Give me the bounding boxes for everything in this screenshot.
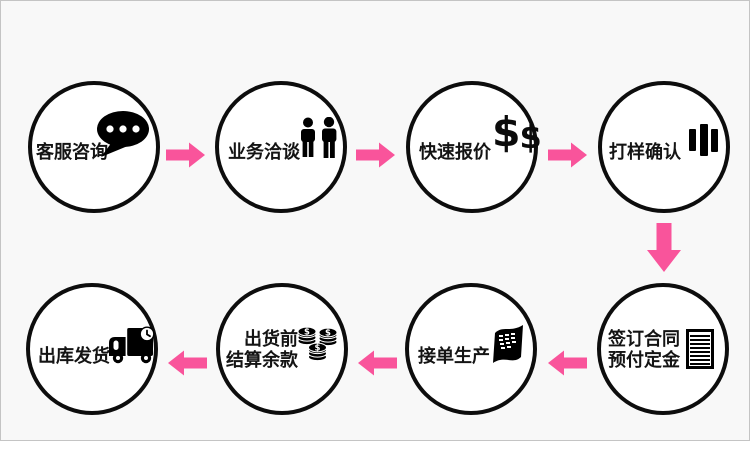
delivery-truck-icon xyxy=(109,326,155,364)
arrow-right-icon xyxy=(166,142,205,168)
svg-text:$: $ xyxy=(304,328,310,338)
step-sign-contract-deposit-label: 签订合同 预付定金 xyxy=(608,329,680,371)
arrow-down-icon xyxy=(647,223,681,272)
step-customer-service-circle: 客服咨询 xyxy=(28,81,160,213)
step-order-production-label: 接单生产 xyxy=(418,346,490,367)
step-outbound-shipping-label: 出库发货 xyxy=(38,346,110,367)
arrow-left-icon xyxy=(358,350,397,376)
svg-text:$: $ xyxy=(325,329,331,339)
step-customer-service-label: 客服咨询 xyxy=(36,142,108,163)
step-sign-contract-deposit-circle: 签订合同 预付定金 xyxy=(597,283,729,415)
step-order-production-circle: 接单生产 xyxy=(405,283,537,415)
lined-document-icon xyxy=(686,329,714,369)
arrow-left-icon xyxy=(168,350,207,376)
step-settle-balance-label: 出货前 结算余款 xyxy=(226,329,298,371)
coin-stacks-icon: $ $ $ xyxy=(297,326,338,362)
step-sample-confirmation-label: 打样确认 xyxy=(609,142,681,163)
process-flow-board: 客服咨询 业务洽谈 xyxy=(0,0,750,441)
receipt-icon xyxy=(493,325,523,363)
bar-chart-icon xyxy=(689,124,718,156)
step-quick-quote-label: 快速报价 xyxy=(419,142,491,163)
step-settle-balance-circle: 出货前 结算余款 xyxy=(216,283,348,415)
step-outbound-shipping-circle: 出库发货 xyxy=(26,283,158,415)
arrow-left-icon xyxy=(548,350,587,376)
step-quick-quote-circle: 快速报价 $ $ xyxy=(406,81,542,213)
two-people-icon xyxy=(301,117,337,158)
chat-bubble-icon xyxy=(97,111,149,157)
dollar-signs-icon: $ $ xyxy=(492,108,542,156)
step-business-negotiation-label: 业务洽谈 xyxy=(228,142,300,163)
arrow-right-icon xyxy=(356,142,395,168)
svg-text:$: $ xyxy=(315,344,321,354)
step-sample-confirmation-circle: 打样确认 xyxy=(598,81,730,213)
arrow-right-icon xyxy=(548,142,587,168)
step-business-negotiation-circle: 业务洽谈 xyxy=(215,81,347,213)
